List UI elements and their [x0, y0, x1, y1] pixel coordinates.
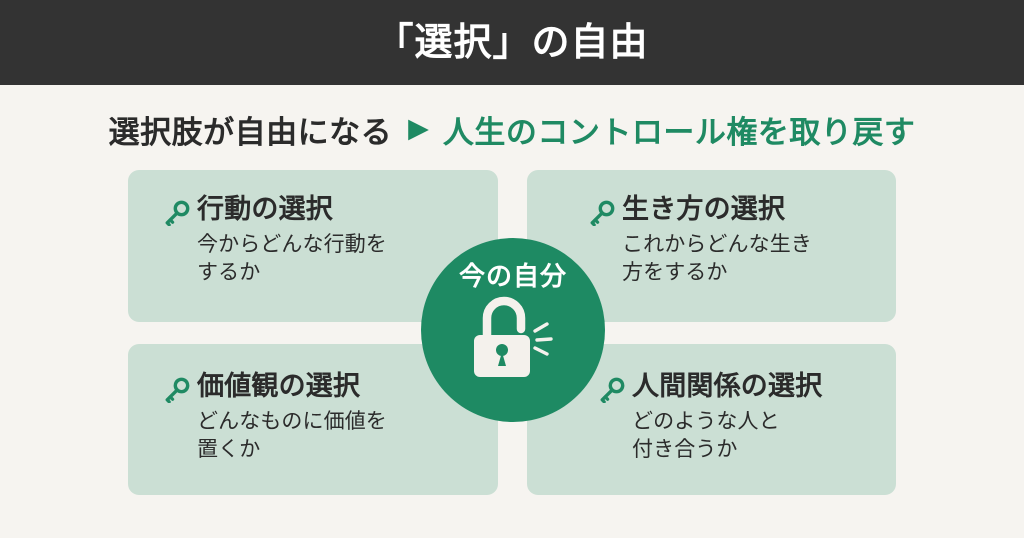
triangle-right-icon: ▶ — [408, 112, 429, 143]
card-header: 生き方の選択 — [589, 194, 812, 227]
card-title: 行動の選択 — [197, 194, 333, 224]
key-icon — [164, 377, 190, 404]
header-bar: 「選択」の自由 — [0, 0, 1024, 85]
key-icon — [599, 377, 625, 404]
center-label: 今の自分 — [458, 261, 567, 291]
card-body: 今からどんな行動を するか — [197, 233, 387, 284]
center-circle-current-self: 今の自分 — [421, 238, 605, 422]
card-body: どんなものに価値を 置くか — [197, 410, 387, 461]
card-title: 価値観の選択 — [197, 371, 361, 401]
card-title: 生き方の選択 — [622, 194, 786, 224]
card-action[interactable]: 行動の選択 今からどんな行動を するか — [128, 170, 498, 322]
card-body: どのような人と 付き合うか — [632, 410, 780, 461]
card-content: 生き方の選択 これからどんな生き 方をするか — [589, 194, 812, 286]
subtitle-right-text: 人生のコントロール権を取り戻す — [442, 114, 916, 150]
key-icon — [164, 200, 190, 227]
card-header: 人間関係の選択 — [599, 371, 823, 404]
card-content: 行動の選択 今からどんな行動を するか — [164, 194, 387, 286]
card-title: 人間関係の選択 — [632, 371, 823, 401]
subtitle-left-text: 選択肢が自由になる — [108, 114, 393, 150]
subtitle-row: 選択肢が自由になる ▶ 人生のコントロール権を取り戻す — [0, 103, 1024, 155]
card-header: 価値観の選択 — [164, 371, 387, 404]
card-content: 人間関係の選択 どのような人と 付き合うか — [599, 371, 823, 463]
card-content: 価値観の選択 どんなものに価値を 置くか — [164, 371, 387, 463]
key-icon — [589, 200, 615, 227]
page-title: 「選択」の自由 — [375, 21, 649, 64]
open-padlock-icon — [467, 295, 559, 381]
card-body: これからどんな生き 方をするか — [622, 233, 812, 284]
card-header: 行動の選択 — [164, 194, 387, 227]
